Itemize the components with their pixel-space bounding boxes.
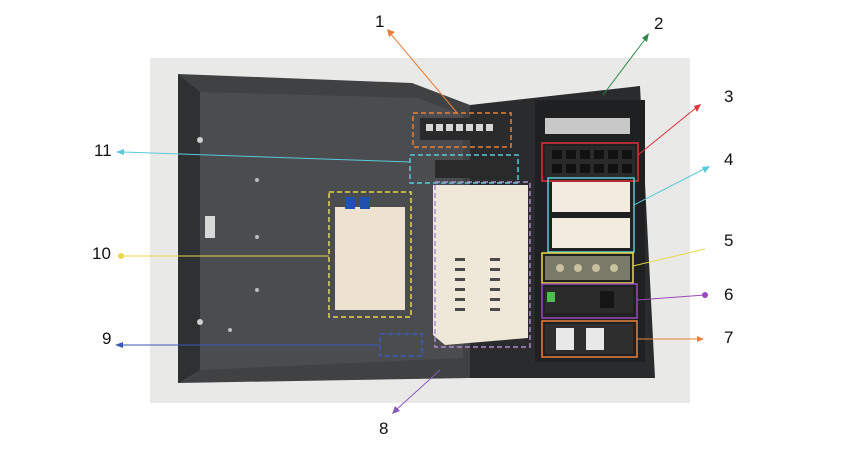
screw	[197, 319, 203, 325]
item-4-blank-module-a	[552, 182, 630, 212]
callout-label-8: 8	[379, 419, 389, 438]
item-11-port-row	[435, 160, 515, 178]
callout-label-2: 2	[654, 14, 664, 33]
callout-label-3: 3	[724, 87, 734, 106]
box-8	[434, 181, 531, 348]
leader-lines	[115, 29, 710, 414]
plate-slots	[455, 258, 500, 311]
callout-label-5: 5	[724, 231, 734, 250]
item-5-connectors	[556, 264, 618, 272]
box-11	[409, 154, 519, 184]
screw	[255, 235, 259, 239]
box-10	[328, 191, 412, 318]
box-4	[547, 177, 635, 253]
callout-label-10: 10	[92, 244, 111, 263]
item-4-blank-module-b	[552, 218, 630, 248]
item-7-receptacle-a	[556, 328, 574, 350]
callout-label-4: 4	[724, 150, 734, 169]
box-5	[541, 252, 634, 284]
callout-label-9: 9	[102, 329, 112, 348]
item-10-media-converter	[335, 207, 405, 310]
callout-label-7: 7	[724, 328, 734, 347]
screw	[228, 328, 232, 332]
callout-label-11: 11	[94, 141, 112, 160]
item-6-outlet	[600, 291, 614, 308]
callout-label-6: 6	[724, 285, 734, 304]
box-1	[412, 112, 512, 148]
box-6	[541, 283, 638, 319]
highlight-boxes	[328, 112, 531, 357]
item-6-terminal	[547, 292, 555, 302]
item-3-ports	[552, 150, 632, 173]
door-latch	[205, 216, 215, 238]
box-3	[541, 142, 639, 182]
door-edge-highlight	[178, 74, 200, 383]
item-10-fiber-port	[345, 197, 355, 209]
screw	[255, 288, 259, 292]
item-1-ports	[426, 124, 493, 131]
screw	[255, 178, 259, 182]
item-6-power-module	[545, 287, 633, 313]
item-10-fiber-port	[360, 197, 370, 209]
callout-label-1: 1	[375, 12, 385, 31]
item-7-receptacle-b	[586, 328, 604, 350]
screw	[197, 137, 203, 143]
item-2-patch-strip	[545, 118, 630, 134]
mounting-plate	[433, 185, 528, 345]
